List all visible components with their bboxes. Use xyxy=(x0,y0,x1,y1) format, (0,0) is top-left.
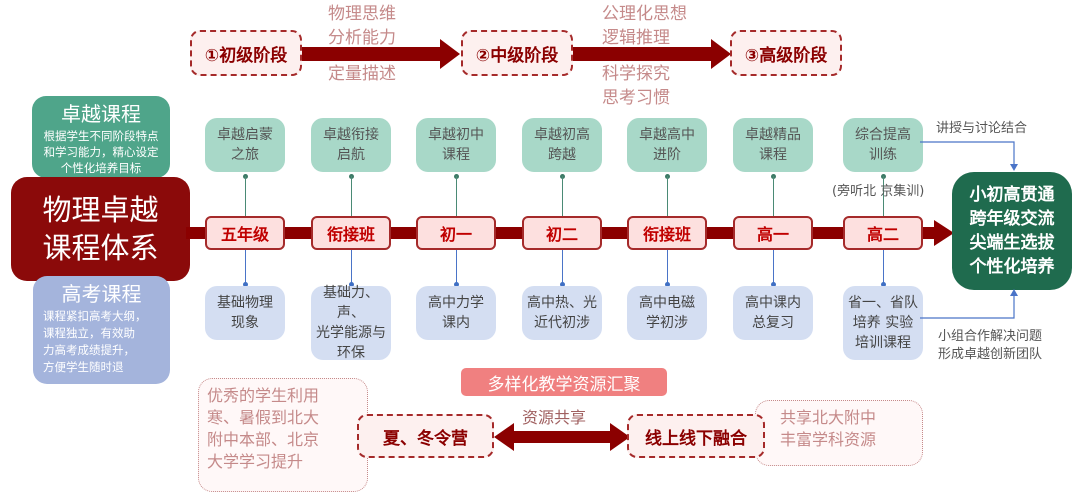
connector-line-top xyxy=(667,176,668,216)
connector-dot xyxy=(560,282,565,287)
timeline-top-card: 卓越初中 课程 xyxy=(416,118,496,172)
connector-dot xyxy=(665,282,670,287)
connector-line-bottom xyxy=(883,250,884,284)
timeline-top-card: 卓越初高 跨越 xyxy=(522,118,602,172)
timeline-bottom-card: 高中力学 课内 xyxy=(416,286,496,340)
beijing-training-note: (旁听北 京集训) xyxy=(832,184,925,199)
stage-note-1-below: 定量描述 xyxy=(328,64,396,84)
timeline-bottom-card: 省一、省队 培养 实验 培训课程 xyxy=(843,286,923,360)
timeline-bottom-card: 高中课内 总复习 xyxy=(733,286,813,340)
camp-note: 优秀的学生利用 寒、暑假到北大 附中本部、北京 大学学习提升 xyxy=(198,378,368,492)
timeline-bottom-card: 基础力、声、 光学能源与 环保 xyxy=(311,285,391,361)
timeline-grade: 五年级 xyxy=(205,216,285,250)
online-note: 共享北大附中 丰富学科资源 xyxy=(755,400,923,466)
resource-share-label: 资源共享 xyxy=(522,408,587,427)
connector-line-top xyxy=(773,176,774,216)
excellence-course-card: 卓越课程 根据学生不同阶段特点和学习能力，精心设定个性化培养目标 xyxy=(32,96,170,178)
arrow-down-icon xyxy=(1010,164,1018,171)
timeline-grade: 衔接班 xyxy=(311,216,391,250)
winter-summer-camp: 夏、冬令营 xyxy=(357,414,494,458)
gaokao-course-card: 高考课程 课程紧扣高考大纲， 课程独立，有效助 力高考成绩提升， 方便学生随时退 xyxy=(33,276,170,384)
timeline-grade: 衔接班 xyxy=(627,216,707,250)
teamwork-label: 小组合作解决问题 形成卓越创新团队 xyxy=(938,329,1043,362)
stage-note-1-above: 物理思维 分析能力 xyxy=(328,4,396,48)
excellence-course-title: 卓越课程 xyxy=(61,102,141,126)
gaokao-course-desc: 课程紧扣高考大纲， 课程独立，有效助 力高考成绩提升， 方便学生随时退 xyxy=(43,309,147,374)
stage-beginner: ①初级阶段 xyxy=(190,30,302,76)
connector-line-bottom xyxy=(245,250,246,284)
arrow-up-icon xyxy=(1010,289,1018,296)
gaokao-course-title: 高考课程 xyxy=(61,282,142,306)
connector-line-bottom xyxy=(456,250,457,284)
online-offline-fusion: 线上线下融合 xyxy=(627,414,765,458)
connector-line-bottom xyxy=(667,250,668,284)
connector-line-bottom xyxy=(351,250,352,284)
timeline-grade: 初二 xyxy=(522,216,602,250)
connector-top xyxy=(920,141,1018,171)
connector-dot xyxy=(454,282,459,287)
online-label: 线上线下融合 xyxy=(645,428,747,449)
stage-note-2-below: 科学探究 思考习惯 xyxy=(602,64,670,108)
outcome-box: 小初高贯通 跨年级交流 尖端生选拔 个性化培养 xyxy=(952,172,1072,290)
timeline-top-card: 卓越启蒙 之旅 xyxy=(205,118,285,172)
camp-label: 夏、冬令营 xyxy=(383,428,468,449)
connector-line-bottom xyxy=(773,250,774,284)
timeline-top-card: 卓越高中 进阶 xyxy=(627,118,707,172)
connector-line-top xyxy=(456,176,457,216)
connector-line-top xyxy=(883,176,884,216)
resource-share-arrow xyxy=(494,423,630,451)
stage-intermediate: ②中级阶段 xyxy=(461,30,573,76)
stage-arrow-1 xyxy=(302,39,460,69)
physics-curriculum-system: 物理卓越 课程体系 xyxy=(11,177,190,281)
stage-advanced: ③高级阶段 xyxy=(730,30,842,76)
connector-line-top xyxy=(351,176,352,216)
timeline-bottom-card: 高中电磁 学初涉 xyxy=(627,286,707,340)
lecture-discussion-label: 讲授与讨论结合 xyxy=(936,121,1028,136)
connector-dot xyxy=(771,282,776,287)
stage-label: ③高级阶段 xyxy=(744,45,828,66)
stage-label: ②中级阶段 xyxy=(475,45,559,66)
connector-line-bottom xyxy=(562,250,563,284)
timeline-grade: 高一 xyxy=(733,216,813,250)
timeline-grade: 初一 xyxy=(416,216,496,250)
connector-bottom xyxy=(920,289,1018,319)
connector-dot xyxy=(349,282,354,287)
connector-line-top xyxy=(245,176,246,216)
timeline-arrowhead xyxy=(934,220,954,246)
excellence-course-desc: 根据学生不同阶段特点和学习能力，精心设定个性化培养目标 xyxy=(43,129,159,175)
connector-line-top xyxy=(562,176,563,216)
timeline-bottom-card: 基础物理 现象 xyxy=(205,286,285,340)
timeline-top-card: 综合提高 训练 xyxy=(843,118,923,172)
timeline-top-card: 卓越衔接 启航 xyxy=(311,118,391,172)
connector-dot xyxy=(881,282,886,287)
stage-label: ①初级阶段 xyxy=(204,45,288,66)
connector-dot xyxy=(243,282,248,287)
timeline-grade: 高二 xyxy=(843,216,923,250)
resources-banner: 多样化教学资源汇聚 xyxy=(461,368,667,396)
stage-arrow-2 xyxy=(573,39,731,69)
timeline-bottom-card: 高中热、光 近代初涉 xyxy=(522,286,602,340)
timeline-top-card: 卓越精品 课程 xyxy=(733,118,813,172)
stage-note-2-above: 公理化思想 逻辑推理 xyxy=(602,4,687,48)
